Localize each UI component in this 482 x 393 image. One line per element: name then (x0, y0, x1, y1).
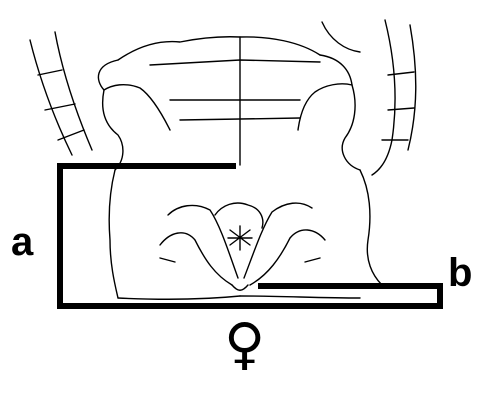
right-appendage (322, 20, 416, 175)
label-b: b (448, 253, 472, 293)
label-a: a (11, 222, 33, 262)
lower-body (109, 170, 382, 299)
measurement-bracket-a (60, 166, 244, 306)
left-appendage (30, 32, 92, 155)
female-symbol: ♀ (224, 317, 265, 373)
upper-body (98, 37, 360, 170)
